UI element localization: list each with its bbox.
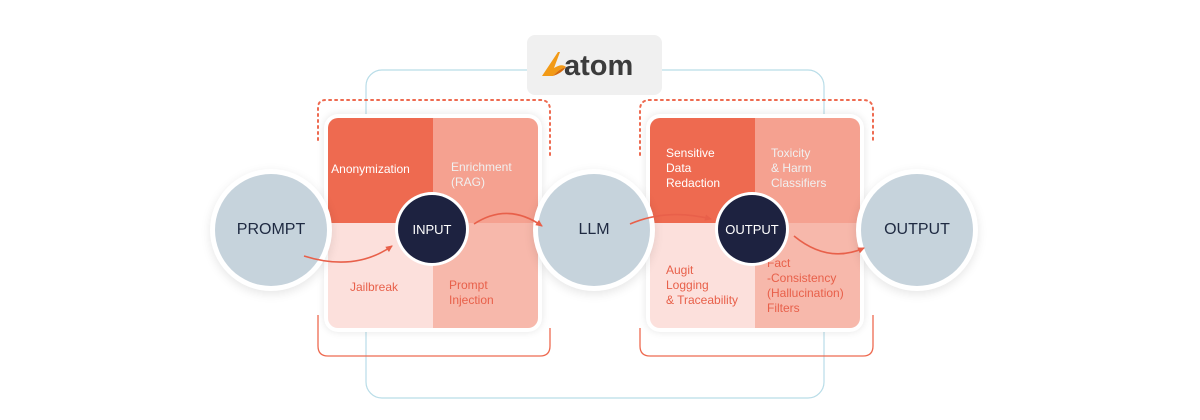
atom-logo-text: atom [564,50,633,82]
final-output-node-label: OUTPUT [884,221,950,238]
atom-logo: atom [527,35,662,95]
atom-logo-mark: atom [541,50,633,82]
prompt-node: PROMPT [215,174,327,286]
enrichment-label: Enrichment (RAG) [451,160,512,189]
fact-consistency-label: Fact -Consistency (Hallucination) Filter… [767,256,844,315]
output-solid-bracket [639,315,874,357]
input-dotted-bracket [317,99,551,156]
output-hub-label: OUTPUT [725,221,779,237]
input-solid-bracket [317,315,551,357]
anonymization-label: Anonymization [331,162,410,176]
sensitive-data-redaction-label: Sensitive Data Redaction [666,146,721,190]
jailbreak-label: Jailbreak [350,280,399,294]
input-hub-label: INPUT [412,221,452,237]
prompt-node-label: PROMPT [236,221,306,238]
output-hub: OUTPUT [718,195,786,263]
toxicity-label: Toxicity & Harm Classifiers [771,146,827,190]
prompt-injection-label: Prompt Injection [449,278,494,307]
final-output-node: OUTPUT [861,174,973,286]
llm-node-label: LLM [578,221,610,238]
anonymization-cell: Anonymization [328,118,433,223]
audit-logging-label: Augit Logging & Traceability [666,263,739,307]
llm-node: LLM [538,174,650,286]
output-dotted-bracket [639,99,874,156]
input-hub: INPUT [398,195,466,263]
